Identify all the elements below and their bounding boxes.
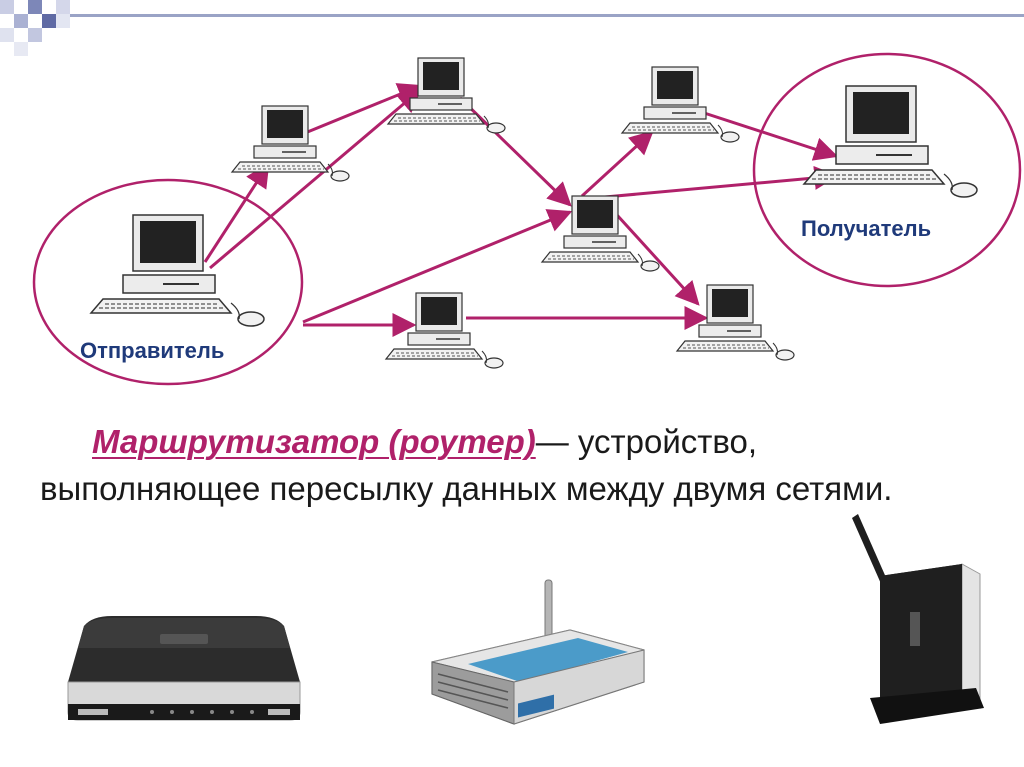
computer-top-right: [621, 66, 740, 143]
edge-router-pc5: [615, 213, 700, 306]
edge-sender-pc2: [203, 162, 270, 263]
network-diagram: [32, 52, 1022, 386]
edge-router-receiver: [604, 166, 839, 199]
computer-sender: [90, 214, 265, 327]
definition-term: Маршрутизатор (роутер): [92, 423, 536, 460]
receiver-label: Получатель: [801, 216, 932, 241]
edge-pc1-router: [458, 96, 572, 207]
definition-paragraph: Маршрутизатор (роутер)— устройство, выпо…: [40, 418, 980, 512]
router-black-flat-icon: [67, 616, 301, 721]
header-decoration: [0, 0, 1024, 56]
computer-router-node: [541, 195, 660, 272]
edge-sender-router: [302, 209, 573, 324]
computer-top-center: [387, 57, 506, 134]
receiver-circle: [752, 52, 1022, 288]
edge-pc3-receiver: [694, 108, 839, 161]
computer-bottom-right: [676, 284, 795, 361]
edge-pc2-pc1: [304, 83, 423, 135]
sender-label: Отправитель: [80, 338, 225, 363]
definition-text: — устройство, выполняющее пересылку данн…: [40, 423, 893, 507]
computer-bottom-center: [385, 292, 504, 369]
edge-router-pc3: [580, 130, 654, 198]
router-vertical-antenna-icon: [852, 514, 984, 724]
router-dlink-antenna-icon: [431, 579, 645, 725]
computer-top-left: [231, 105, 350, 182]
edge-sender-pc1: [209, 88, 422, 270]
computer-receiver: [803, 85, 978, 198]
sender-circle: [32, 178, 304, 386]
